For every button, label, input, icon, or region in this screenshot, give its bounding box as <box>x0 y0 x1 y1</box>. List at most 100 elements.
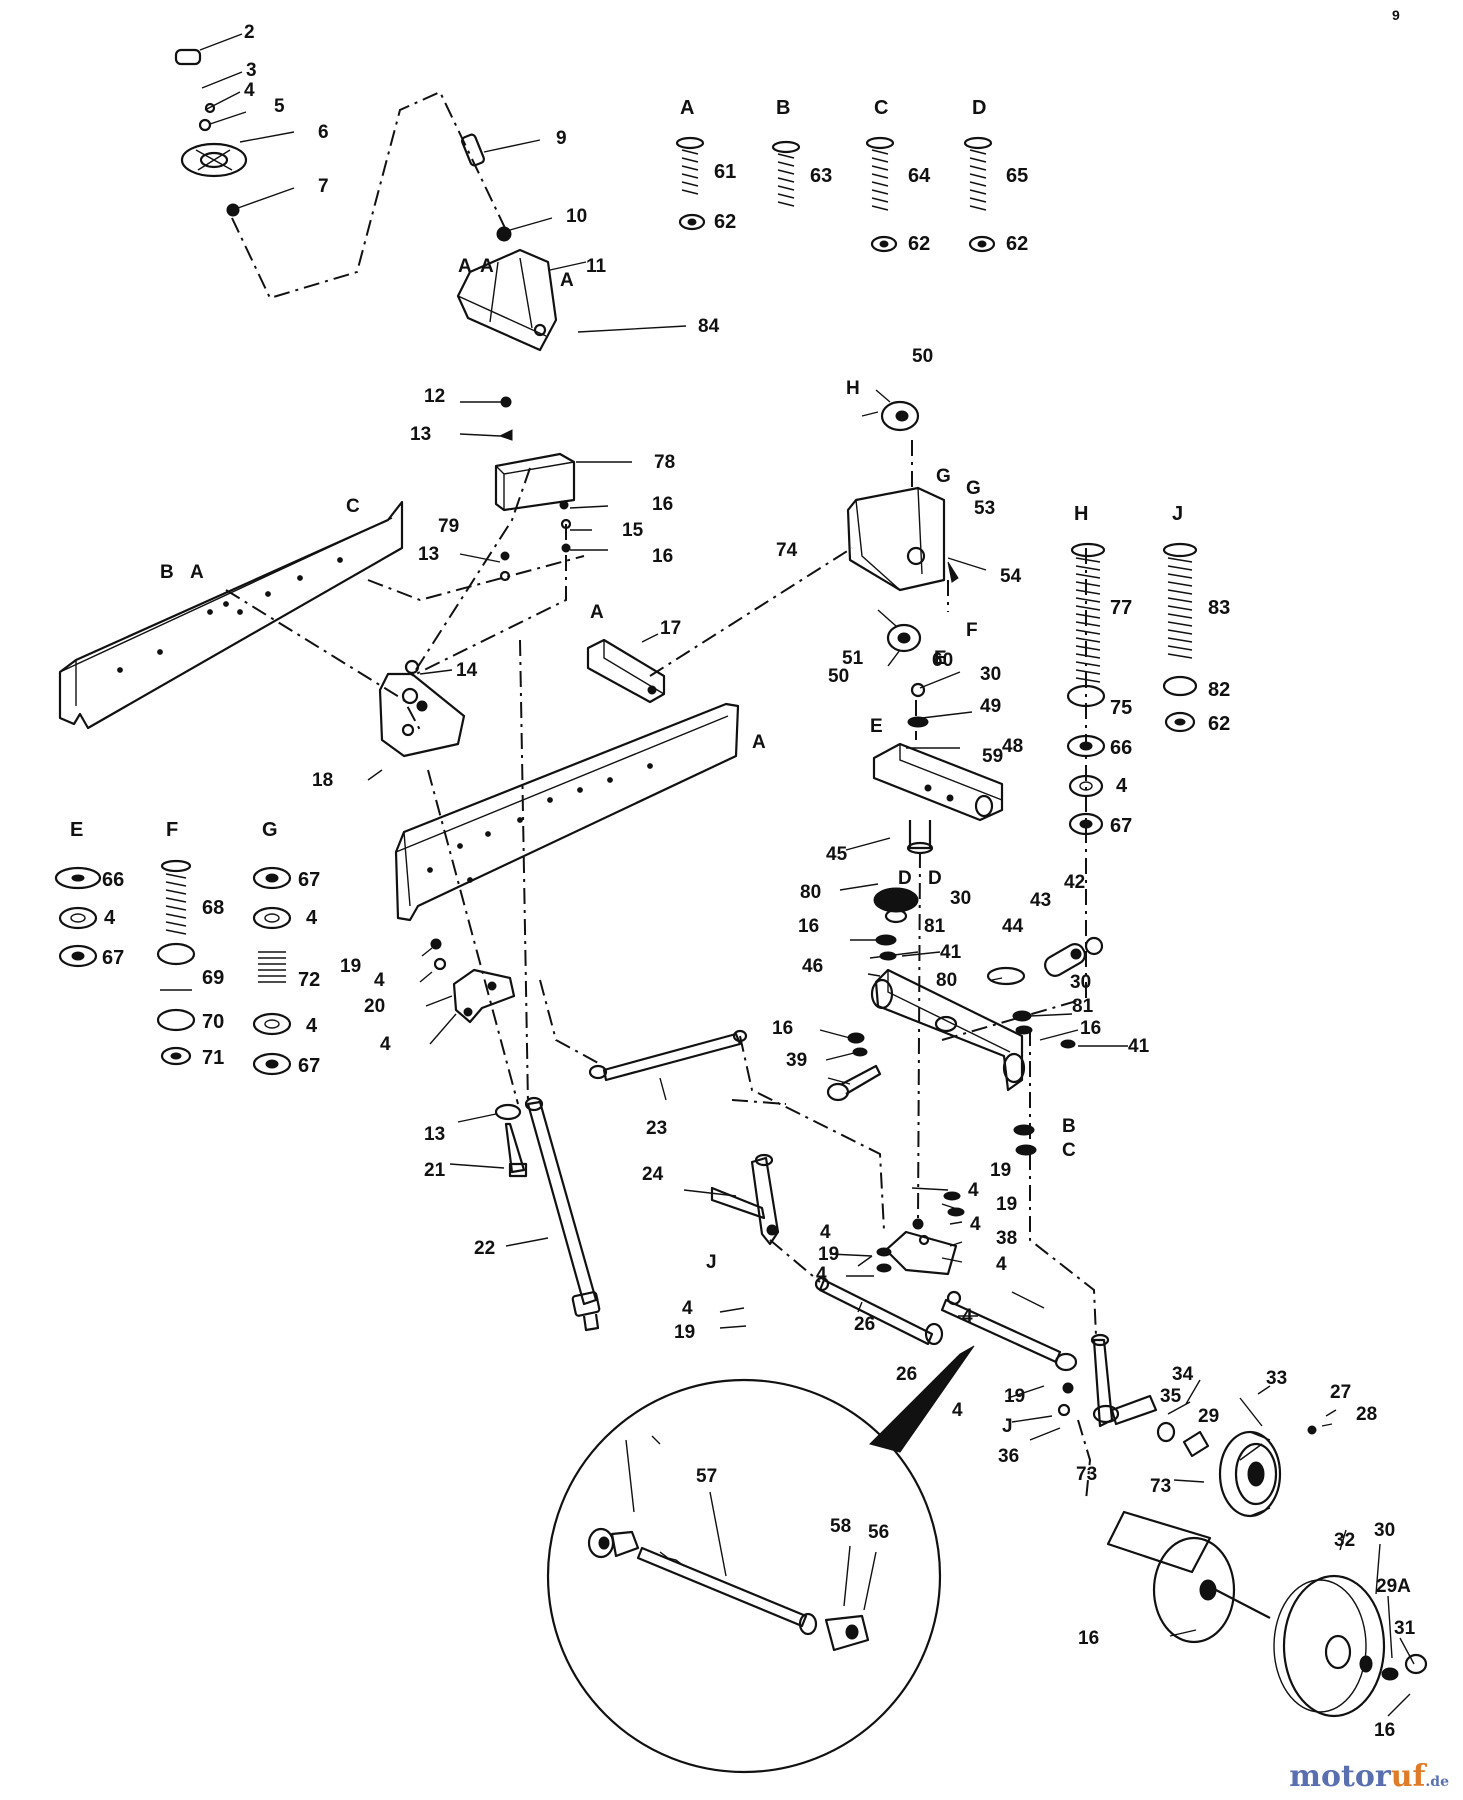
tie-bar-shape <box>588 1029 748 1082</box>
group-item: 67 <box>1110 815 1132 837</box>
callout-label: E <box>870 716 883 737</box>
callout-label: 48 <box>1002 736 1023 757</box>
callout-label: 78 <box>654 452 675 473</box>
callout-label: 80 <box>936 970 957 991</box>
callout-label: 16 <box>772 1018 793 1039</box>
group-item: 75 <box>1110 697 1132 719</box>
group-item: 62 <box>908 233 930 255</box>
callout-label: J <box>706 1252 717 1273</box>
callout-label: A <box>480 256 494 277</box>
corner-mark: 9 <box>1392 7 1400 23</box>
callout-label: F <box>966 620 978 641</box>
steering-wheel-shape <box>174 48 248 217</box>
group-item: 4 <box>1116 775 1128 797</box>
callout-label: 19 <box>818 1244 839 1265</box>
callout-label: E <box>934 648 947 669</box>
callout-label: 84 <box>698 316 720 337</box>
front-axle-shape <box>870 887 1104 1156</box>
mounting-plate-shape <box>378 659 466 758</box>
callout-label: 16 <box>652 494 673 515</box>
tie-rod-shape <box>814 1276 1078 1417</box>
callout-label: 41 <box>1128 1036 1150 1057</box>
callout-label: 31 <box>1394 1618 1416 1639</box>
callout-label: B <box>1062 1116 1076 1137</box>
callout-label: 41 <box>940 942 962 963</box>
leader-lines <box>199 33 1415 1717</box>
callout-label: 26 <box>854 1314 875 1335</box>
callout-label: 4 <box>996 1254 1007 1275</box>
callout-label: 74 <box>776 540 798 561</box>
group-letter-d: D <box>972 97 986 119</box>
callout-label: 42 <box>1064 872 1085 893</box>
callout-label: 36 <box>998 1446 1019 1467</box>
group-item: 82 <box>1208 679 1230 701</box>
callout-label: J <box>1002 1416 1013 1437</box>
callout-label: A <box>458 256 472 277</box>
callout-label: 54 <box>1000 566 1022 587</box>
drag-link-shape <box>524 1096 601 1332</box>
fastener-group-e-shape <box>54 866 102 968</box>
group-item: 67 <box>298 1055 320 1077</box>
callout-label: 10 <box>566 206 587 227</box>
group-item: 68 <box>202 897 224 919</box>
callout-labels: 9 2 3 4 5 6 7 9 10 11 84 12 13 78 16 79 … <box>160 7 1416 1741</box>
callout-label: 51 <box>842 648 864 669</box>
callout-label: 46 <box>802 956 823 977</box>
group-item: 66 <box>102 869 124 891</box>
callout-label: 39 <box>786 1050 807 1071</box>
fastener-group-a-shape <box>675 136 706 231</box>
callout-label: 17 <box>660 618 681 639</box>
callout-label: 6 <box>318 122 329 143</box>
group-item: 63 <box>810 165 832 187</box>
callout-label: 29 <box>1198 1406 1219 1427</box>
steering-column-shape <box>456 133 558 352</box>
callout-label: D <box>928 868 942 889</box>
tie-rod-detail-shape <box>546 1345 975 1774</box>
callout-label: 16 <box>652 546 673 567</box>
callout-label: 34 <box>1172 1364 1194 1385</box>
callout-label: 12 <box>424 386 445 407</box>
group-item: 83 <box>1208 597 1230 619</box>
watermark-logo: motoruf.de <box>1289 1759 1449 1794</box>
callout-label: 26 <box>896 1364 917 1385</box>
callout-label: 79 <box>438 516 459 537</box>
left-frame-rail-shape <box>58 500 404 730</box>
callout-label: 13 <box>424 1124 445 1145</box>
group-item: 69 <box>202 967 224 989</box>
callout-label: 81 <box>1072 996 1094 1017</box>
group-letter-b: B <box>776 97 790 119</box>
callout-label: 4 <box>970 1214 981 1235</box>
group-item: 62 <box>1006 233 1028 255</box>
callout-label: 16 <box>1374 1720 1395 1741</box>
callout-label: 30 <box>1070 972 1091 993</box>
callout-label: 24 <box>642 1164 664 1185</box>
group-letter-h: H <box>1074 503 1088 525</box>
group-item: 4 <box>306 1015 318 1037</box>
callout-label: 19 <box>674 1322 695 1343</box>
callout-label: 22 <box>474 1238 495 1259</box>
group-item: 66 <box>1110 737 1132 759</box>
wheel-shape <box>1106 1510 1428 1718</box>
callout-label: 59 <box>982 746 1003 767</box>
callout-label: 16 <box>798 916 819 937</box>
callout-label: G <box>966 478 981 499</box>
watermark-suffix: .de <box>1425 1774 1449 1790</box>
group-item: 62 <box>714 211 736 233</box>
callout-label: 38 <box>996 1228 1017 1249</box>
callout-label: 4 <box>968 1180 979 1201</box>
callout-label: 30 <box>950 888 971 909</box>
fastener-group-g-shape <box>252 866 292 1076</box>
callout-label: 56 <box>868 1522 889 1543</box>
group-item: 67 <box>298 869 320 891</box>
callout-label: 80 <box>800 882 821 903</box>
callout-label: 30 <box>980 664 1001 685</box>
callout-label: 16 <box>1078 1628 1099 1649</box>
group-item: 71 <box>202 1047 224 1069</box>
callout-label: 50 <box>912 346 933 367</box>
group-item: 67 <box>102 947 124 969</box>
pedestal-shape <box>846 400 959 592</box>
callout-label: 30 <box>1374 1520 1395 1541</box>
roller-shape <box>886 623 929 728</box>
group-letter-a: A <box>680 97 694 119</box>
